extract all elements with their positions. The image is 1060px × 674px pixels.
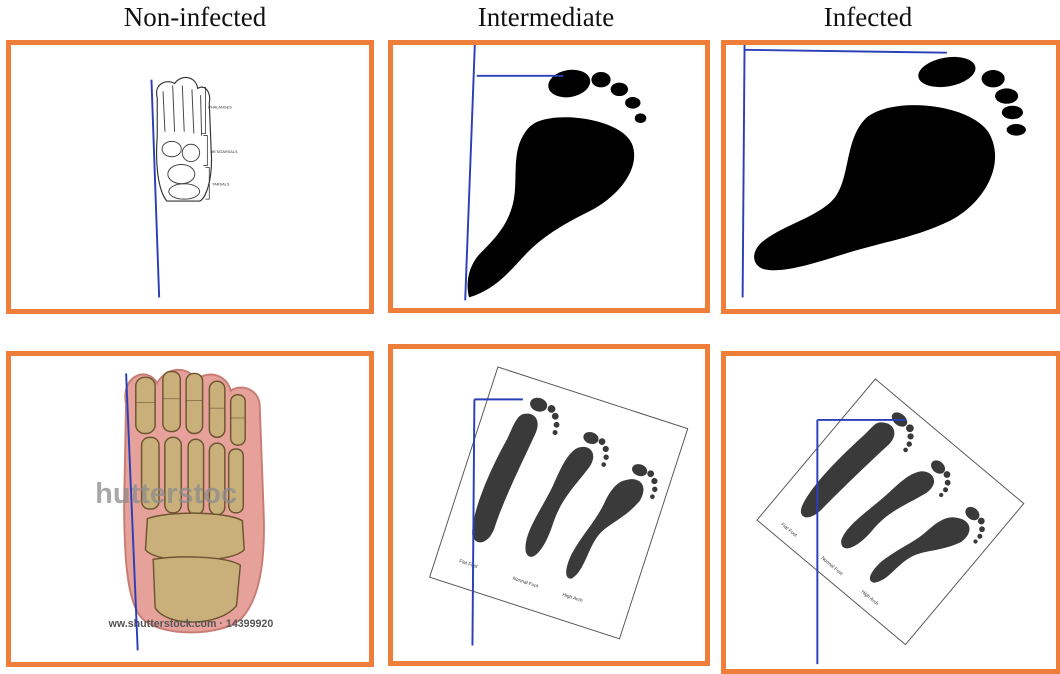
- column-title-intermediate: Intermediate: [396, 2, 696, 33]
- guide-line-vertical: [743, 45, 745, 297]
- panel-non-infected-top: PHALANGES METATARSALS TARSALS: [6, 40, 374, 314]
- column-title-infected: Infected: [718, 2, 1018, 33]
- panel-non-infected-bottom: hutterstoc ww.shutterstock.com · 1439992…: [6, 351, 374, 667]
- label-phalanges: PHALANGES: [208, 106, 232, 110]
- guide-line-vertical: [465, 45, 475, 300]
- panel-infected-top: [721, 40, 1060, 314]
- guide-line-vertical: [472, 399, 474, 645]
- panel-infected-bottom: Flat Foot Normal Foot High Arch: [721, 351, 1060, 674]
- label-tarsals: TARSALS: [212, 183, 230, 187]
- guide-line-horizontal: [745, 50, 947, 53]
- guide-line: [151, 80, 159, 298]
- footprint-types-sheet: Flat Foot Normal Foot High Arch: [393, 349, 705, 661]
- foot-bones-illustration: hutterstoc ww.shutterstock.com · 1439992…: [11, 356, 369, 662]
- foot-skeleton-diagram: PHALANGES METATARSALS TARSALS: [11, 45, 369, 309]
- footprint-types-sheet-infected: Flat Foot Normal Foot High Arch: [726, 356, 1056, 669]
- footprint-intermediate: [393, 45, 705, 308]
- panel-intermediate-top: [388, 40, 710, 313]
- column-title-non-infected: Non-infected: [45, 2, 345, 33]
- credit-text: ww.shutterstock.com · 14399920: [108, 618, 274, 630]
- watermark-text: hutterstoc: [95, 478, 237, 510]
- panel-intermediate-bottom: Flat Foot Normal Foot High Arch: [388, 344, 710, 666]
- footprint-infected: [726, 45, 1056, 309]
- label-metatarsals: METATARSALS: [210, 150, 238, 154]
